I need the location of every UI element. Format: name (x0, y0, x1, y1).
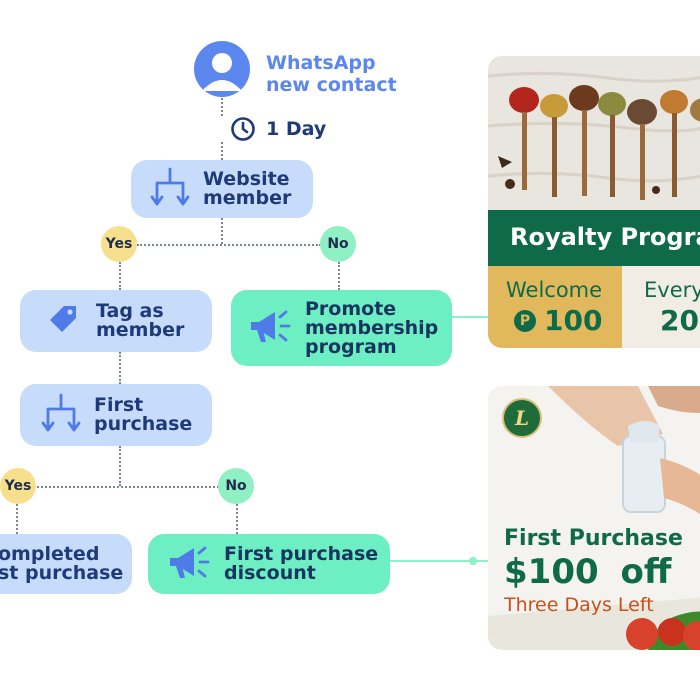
promote-membership-node[interactable]: Promote membership program (231, 290, 452, 366)
first-purchase-card[interactable]: L First Purchase $100 off Three Days Lef… (488, 386, 700, 650)
purchase-subline: Three Days Left (504, 594, 654, 616)
connector (221, 142, 223, 160)
completed-purchase-node[interactable]: ompleted st purchase (0, 534, 132, 594)
connector (16, 504, 18, 534)
purchase-amount: $100 off (504, 552, 671, 592)
off-label: off (620, 552, 672, 592)
royalty-program-card[interactable]: Royalty Progra Welcome P 100 Every 20 (488, 56, 700, 348)
connector (119, 262, 121, 290)
spices-image (488, 56, 700, 210)
contact-avatar-icon (194, 41, 250, 97)
connector (119, 446, 121, 486)
connector (338, 262, 340, 290)
card-link-endpoint (469, 557, 477, 565)
tag-icon (46, 302, 88, 340)
tag-member-node[interactable]: Tag as member (20, 290, 212, 352)
amount-value: $100 (504, 552, 599, 592)
trigger-label: WhatsApp new contact (266, 52, 397, 96)
branch-connector (33, 486, 219, 488)
royalty-banner: Royalty Progra (488, 210, 700, 266)
purchase-headline: First Purchase (504, 526, 683, 551)
split-icon (149, 165, 195, 213)
royalty-title: Royalty Progra (510, 223, 700, 251)
split-icon (40, 391, 86, 439)
branch-yes-badge: Yes (0, 468, 36, 504)
brand-logo: L (502, 398, 542, 438)
milk-pour-image (488, 386, 700, 650)
branch-yes-badge: Yes (101, 226, 137, 262)
connector (236, 504, 238, 534)
clock-icon (230, 116, 256, 142)
points-value: 100 (544, 304, 603, 337)
branch-no-badge: No (218, 468, 254, 504)
every-panel: Every 20 (622, 266, 700, 348)
connector (221, 218, 223, 244)
every-label: Every (644, 278, 700, 302)
connector (119, 352, 121, 384)
branch-connector (137, 244, 321, 246)
megaphone-icon (164, 542, 216, 586)
first-purchase-node[interactable]: First purchase (20, 384, 212, 446)
website-member-node[interactable]: Website member (131, 160, 313, 218)
welcome-label: Welcome (506, 278, 603, 302)
first-purchase-discount-node[interactable]: First purchase discount (148, 534, 390, 594)
delay-label: 1 Day (266, 118, 327, 140)
welcome-panel: Welcome P 100 (488, 266, 622, 348)
points-icon: P (514, 310, 536, 332)
megaphone-icon (245, 306, 297, 350)
branch-no-badge: No (320, 226, 356, 262)
card-link-line (452, 316, 488, 318)
connector (221, 98, 223, 116)
card-link-line (390, 560, 488, 562)
every-value: 20 (660, 304, 699, 337)
